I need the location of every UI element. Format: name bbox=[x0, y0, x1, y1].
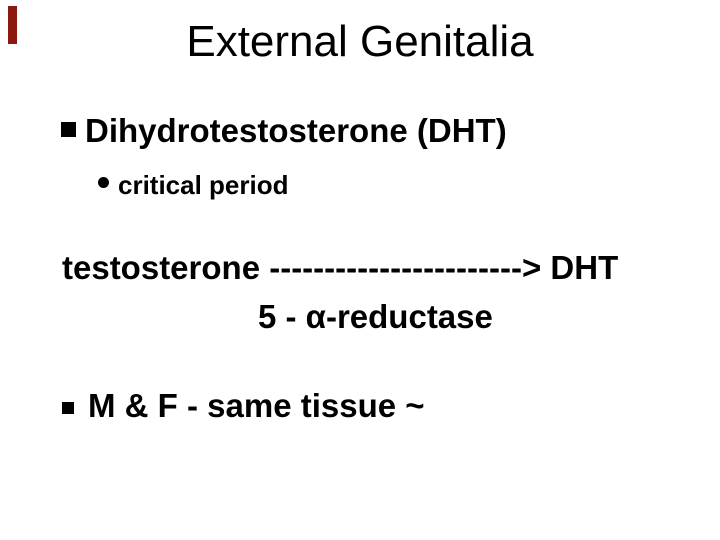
bullet-square-icon bbox=[62, 402, 74, 414]
bullet-square-icon bbox=[61, 122, 76, 137]
sub-bullet-critical-period: critical period bbox=[118, 170, 289, 200]
equation-alpha-reductase: 5 - α-reductase bbox=[258, 298, 493, 335]
accent-bar bbox=[8, 6, 17, 44]
bullet-item-dht: Dihydrotestosterone (DHT) bbox=[85, 112, 507, 149]
bullet-dot-icon bbox=[98, 177, 109, 188]
slide-title: External Genitalia bbox=[186, 17, 534, 66]
bullet-item-same-tissue: M & F - same tissue ~ bbox=[88, 387, 425, 424]
equation-testosterone-to-dht: testosterone -----------------------> DH… bbox=[62, 249, 619, 286]
